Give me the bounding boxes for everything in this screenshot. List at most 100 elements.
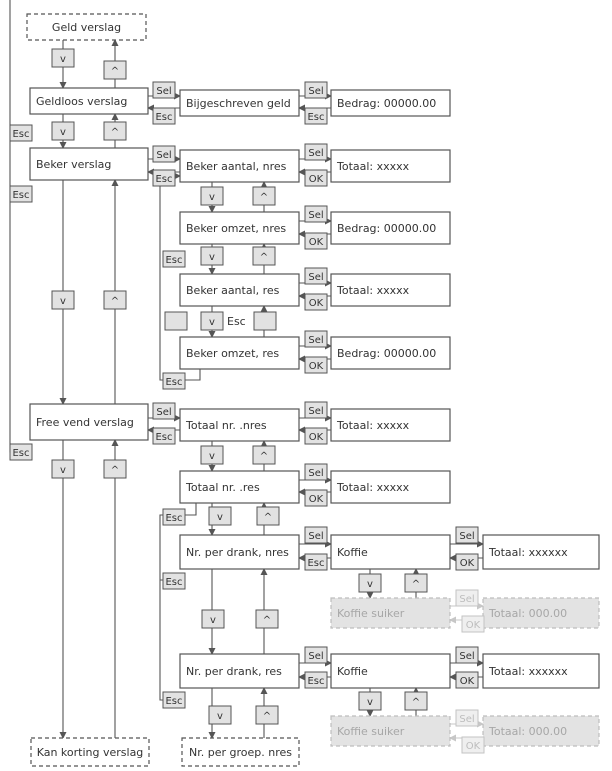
esc-button[interactable]: Esc	[162, 250, 186, 268]
ok-button-label: OK	[466, 741, 481, 752]
ok-button[interactable]: OK	[461, 736, 485, 754]
ok-button[interactable]: OK	[304, 169, 328, 187]
beker-omzet-nres-box: Beker omzet, nres	[179, 211, 300, 245]
esc-button[interactable]: Esc	[9, 124, 33, 142]
blank-button[interactable]	[164, 311, 188, 331]
sel-button[interactable]: Sel	[304, 81, 328, 99]
esc-button[interactable]: Esc	[162, 572, 186, 590]
sel-button[interactable]: Sel	[304, 401, 328, 419]
down-button[interactable]: v	[208, 506, 232, 526]
sel-button[interactable]: Sel	[152, 145, 176, 163]
down-button[interactable]: v	[201, 609, 225, 629]
esc-button[interactable]: Esc	[304, 553, 328, 571]
esc-button-label: Esc	[165, 696, 182, 707]
koffie-suiker-nres-label: Koffie suiker	[337, 607, 405, 620]
sel-button[interactable]: Sel	[304, 143, 328, 161]
down-button[interactable]: v	[200, 445, 224, 465]
sel-button[interactable]: Sel	[304, 267, 328, 285]
ok-button-label: OK	[309, 298, 324, 309]
totaal-koffie-nres-box: Totaal: xxxxxx	[482, 534, 600, 570]
ok-button[interactable]: OK	[304, 232, 328, 250]
beker-verslag-box: Beker verslag	[29, 147, 149, 181]
down-button[interactable]: v	[51, 121, 75, 141]
up-button[interactable]: ^	[252, 445, 276, 465]
esc-button-label: Esc	[165, 255, 182, 266]
up-button[interactable]: ^	[404, 691, 428, 711]
ok-button[interactable]: OK	[304, 427, 328, 445]
ok-button[interactable]: OK	[304, 293, 328, 311]
down-button[interactable]: v	[208, 705, 232, 725]
beker-omzet-nres-label: Beker omzet, nres	[186, 222, 286, 235]
esc-button[interactable]: Esc	[304, 671, 328, 689]
down-button[interactable]: v	[200, 246, 224, 266]
ok-button[interactable]: OK	[455, 553, 479, 571]
up-button-label: ^	[111, 296, 119, 307]
up-button[interactable]: ^	[103, 121, 127, 141]
esc-button[interactable]: Esc	[162, 508, 186, 526]
totaal-koffie-nres-label: Totaal: xxxxxx	[488, 546, 568, 559]
up-button[interactable]: ^	[103, 290, 127, 310]
esc-button[interactable]: Esc	[152, 107, 176, 125]
blank-button[interactable]	[253, 311, 277, 331]
sel-button[interactable]: Sel	[304, 330, 328, 348]
down-button[interactable]: v	[51, 48, 75, 68]
down-button-label: v	[217, 711, 223, 722]
down-button[interactable]: v	[358, 691, 382, 711]
ok-button[interactable]: OK	[461, 615, 485, 633]
sel-button[interactable]: Sel	[304, 463, 328, 481]
koffie-suiker-res-box: Koffie suiker	[330, 715, 451, 747]
ok-button[interactable]: OK	[304, 356, 328, 374]
up-button[interactable]: ^	[103, 60, 127, 80]
sel-button[interactable]: Sel	[455, 709, 479, 727]
sel-button-label: Sel	[156, 407, 171, 418]
sel-button[interactable]: Sel	[304, 646, 328, 664]
totaal-beker-aantal-nres-label: Totaal: xxxxx	[336, 160, 410, 173]
esc-button[interactable]: Esc	[304, 107, 328, 125]
koffie-suiker-res-label: Koffie suiker	[337, 725, 405, 738]
beker-aantal-res-label: Beker aantal, res	[186, 284, 280, 297]
koffie-res-box: Koffie	[330, 653, 451, 689]
sel-button[interactable]: Sel	[304, 205, 328, 223]
up-button[interactable]: ^	[255, 705, 279, 725]
koffie-suiker-nres-box: Koffie suiker	[330, 597, 451, 629]
up-button[interactable]: ^	[256, 506, 280, 526]
sel-button[interactable]: Sel	[152, 402, 176, 420]
down-button[interactable]: v	[51, 459, 75, 479]
down-button[interactable]: v	[200, 311, 224, 331]
down-button[interactable]: v	[200, 186, 224, 206]
down-button-label: v	[209, 192, 215, 203]
esc-button[interactable]: Esc	[152, 169, 176, 187]
sel-button[interactable]: Sel	[455, 589, 479, 607]
ok-button[interactable]: OK	[304, 489, 328, 507]
sel-button[interactable]: Sel	[304, 526, 328, 544]
ok-button-label: OK	[309, 237, 324, 248]
esc-button[interactable]: Esc	[9, 443, 33, 461]
bedrag-beker-omzet-res-box: Bedrag: 00000.00	[330, 336, 451, 370]
up-button[interactable]: ^	[255, 609, 279, 629]
down-button-label: v	[209, 252, 215, 263]
sel-button[interactable]: Sel	[455, 646, 479, 664]
beker-aantal-nres-label: Beker aantal, nres	[186, 160, 287, 173]
esc-button[interactable]: Esc	[162, 691, 186, 709]
sel-button[interactable]: Sel	[455, 526, 479, 544]
nr-per-drank-nres-label: Nr. per drank, nres	[186, 546, 289, 559]
totaal-free-nres-box: Totaal: xxxxx	[330, 408, 451, 442]
sel-button[interactable]: Sel	[152, 81, 176, 99]
up-button[interactable]: ^	[252, 186, 276, 206]
bedrag-beker-omzet-nres-label: Bedrag: 00000.00	[337, 222, 436, 235]
down-button-label: v	[217, 512, 223, 523]
down-button-label: v	[60, 54, 66, 65]
esc-button[interactable]: Esc	[152, 427, 176, 445]
up-button[interactable]: ^	[404, 573, 428, 593]
up-button[interactable]: ^	[103, 459, 127, 479]
esc-button[interactable]: Esc	[162, 372, 186, 390]
down-button[interactable]: v	[51, 290, 75, 310]
ok-button[interactable]: OK	[455, 671, 479, 689]
down-button[interactable]: v	[358, 573, 382, 593]
sel-button-label: Sel	[156, 86, 171, 97]
esc-button[interactable]: Esc	[9, 185, 33, 203]
totaal-free-res-box: Totaal: xxxxx	[330, 470, 451, 504]
up-button[interactable]: ^	[252, 246, 276, 266]
